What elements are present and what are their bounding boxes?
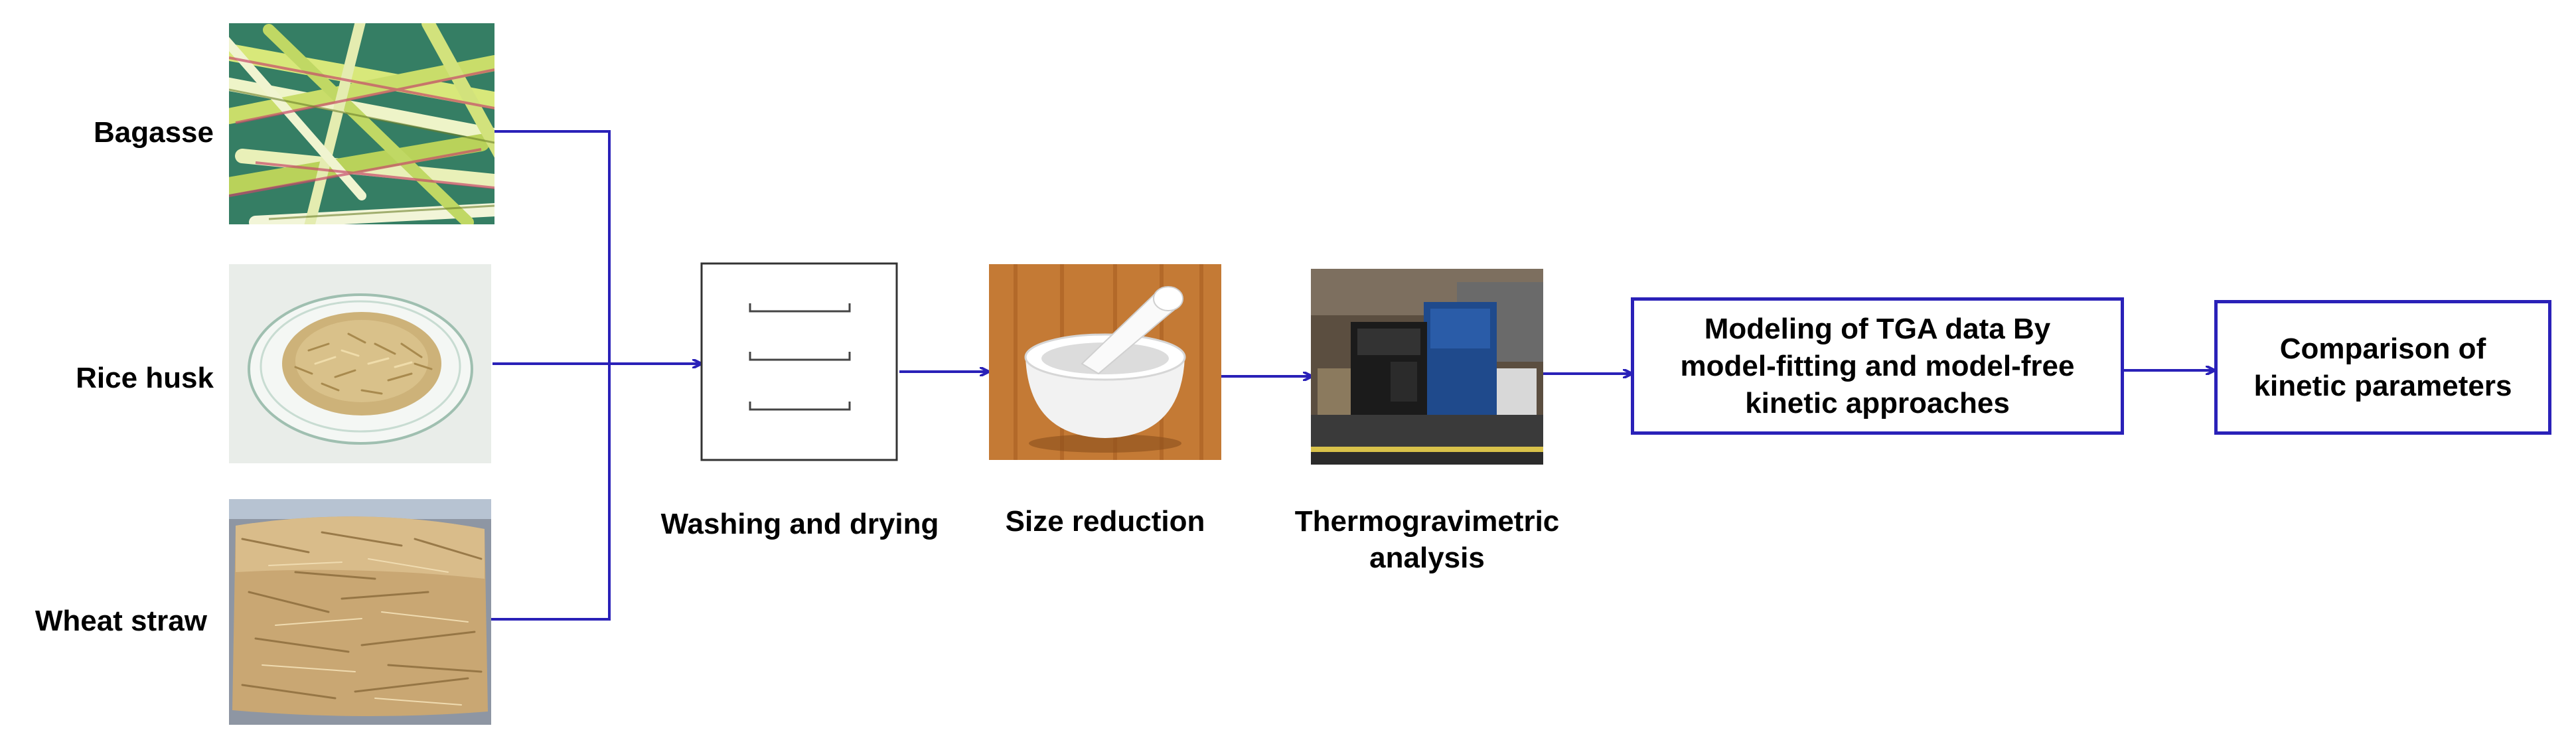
step-label-size-reduction: Size reduction xyxy=(1005,505,1205,538)
step-label-tga-line2: analysis xyxy=(1369,542,1485,574)
comparison-box-line1: Comparison of xyxy=(2279,332,2486,365)
feedstock-label-rice-husk: Rice husk xyxy=(76,362,214,394)
mortar-and-pestle-icon xyxy=(989,264,1221,460)
washing-tray-icon xyxy=(700,262,898,461)
step-label-tga-line1: Thermogravimetric xyxy=(1294,505,1560,538)
wheat-straw-photo xyxy=(229,499,491,725)
rice-husk-photo xyxy=(229,264,491,463)
comparison-box-line2: kinetic parameters xyxy=(2253,369,2512,402)
feedstock-label-wheat-straw: Wheat straw xyxy=(35,605,207,637)
modeling-box-line1: Modeling of TGA data By xyxy=(1704,312,2051,345)
modeling-box: Modeling of TGA data By model-fitting an… xyxy=(1631,297,2124,435)
bagasse-photo xyxy=(229,23,494,224)
comparison-box: Comparison of kinetic parameters xyxy=(2214,300,2551,435)
step-label-washing-and-drying: Washing and drying xyxy=(660,508,939,540)
tga-instrument-icon xyxy=(1311,269,1543,465)
modeling-box-line3: kinetic approaches xyxy=(1745,386,2010,419)
feedstock-label-bagasse: Bagasse xyxy=(93,116,214,149)
modeling-box-line2: model-fitting and model-free xyxy=(1680,349,2075,382)
